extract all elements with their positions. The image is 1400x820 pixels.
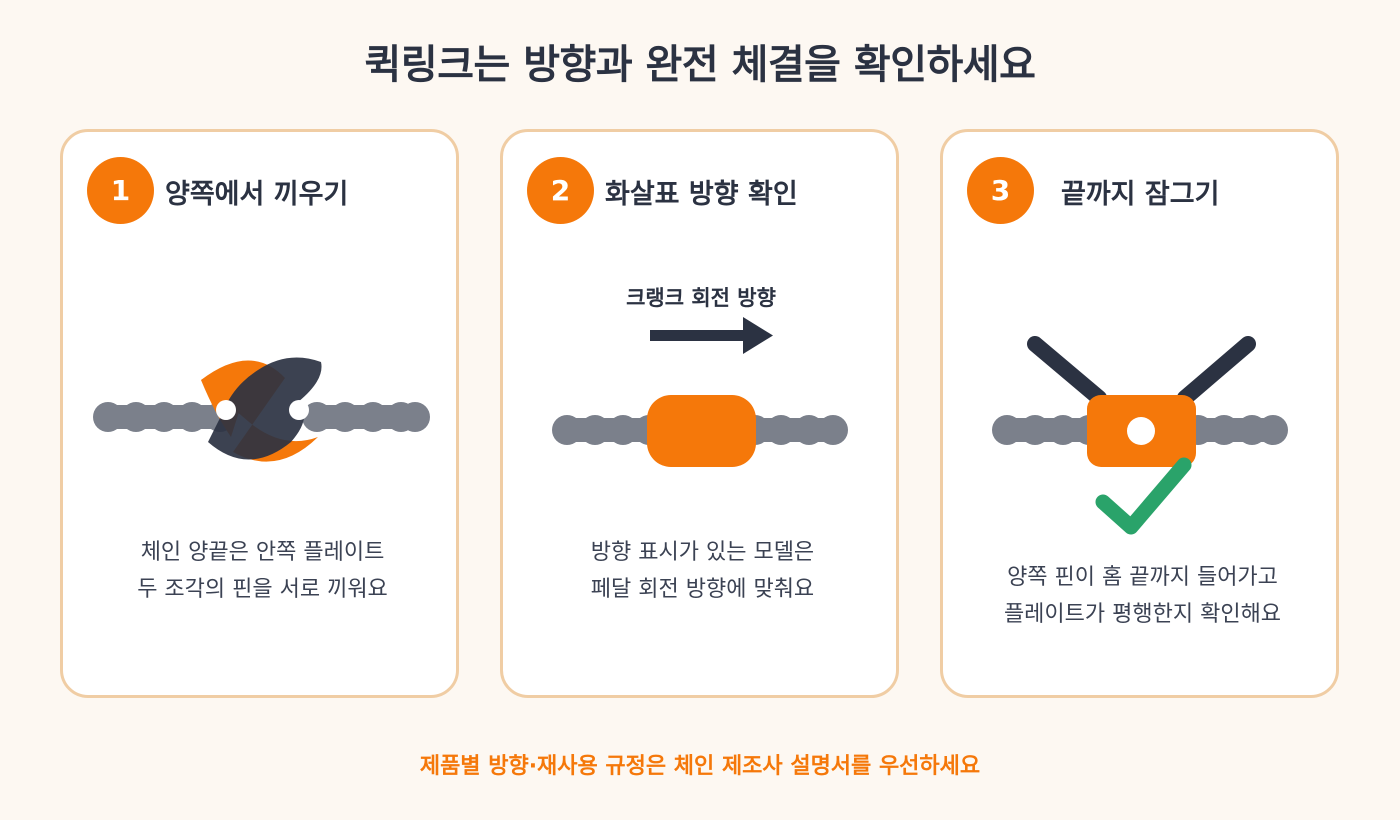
pin-right-icon	[289, 400, 309, 420]
pull-line-right-icon	[1177, 336, 1256, 406]
lock-fully-illustration	[992, 336, 1288, 535]
chain-right-segment	[1183, 415, 1288, 445]
direction-arrow-icon	[650, 317, 773, 354]
pull-line-left-icon	[1027, 336, 1107, 406]
insert-from-both-sides-illustration	[93, 357, 430, 462]
arrow-direction-illustration: 크랭크 회전 방향	[552, 286, 848, 467]
step-card-1: 1 양쪽에서 끼우기 체인 양끝은 안쪽 플레이트 두 조각의 핀을 서로 끼워…	[60, 129, 459, 698]
description-line: 페달 회전 방향에 맞춰요	[590, 577, 815, 602]
chain-left-segment	[93, 402, 235, 432]
check-icon	[1095, 457, 1192, 535]
footer-note: 제품별 방향·재사용 규정은 체인 제조사 설명서를 우선하세요	[419, 754, 981, 779]
step-description: 방향 표시가 있는 모델은 페달 회전 방향에 맞춰요	[503, 534, 902, 608]
step-number-badge: 3	[967, 157, 1034, 224]
step-title: 화살표 방향 확인	[605, 179, 798, 210]
step-description: 체인 양끝은 안쪽 플레이트 두 조각의 핀을 서로 끼워요	[63, 534, 462, 608]
step-card-3: 3 끝까지 잠그기 양쪽 핀이 홈 끝까지 들어가고 플레이트가 평행한지 확인…	[940, 129, 1339, 698]
description-line: 두 조각의 핀을 서로 끼워요	[137, 577, 388, 602]
description-line: 양쪽 핀이 홈 끝까지 들어가고	[1007, 565, 1278, 590]
step-card-2: 2 화살표 방향 확인 크랭크 회전 방향 방향 표시가 있는 모델은 페달 회…	[500, 129, 899, 698]
description-line: 플레이트가 평행한지 확인해요	[1003, 602, 1282, 627]
step-number-badge: 2	[527, 157, 594, 224]
chain-right-segment	[740, 415, 848, 445]
navy-link-half	[208, 357, 322, 460]
page-title: 퀵링크는 방향과 완전 체결을 확인하세요	[364, 42, 1036, 88]
step-title: 양쪽에서 끼우기	[165, 179, 349, 210]
step-title: 끝까지 잠그기	[1061, 179, 1220, 210]
crank-direction-label: 크랭크 회전 방향	[626, 286, 776, 310]
pin-icon	[1127, 417, 1155, 445]
quick-link-plate	[647, 395, 756, 467]
description-line: 체인 양끝은 안쪽 플레이트	[140, 540, 385, 565]
chain-left-segment	[992, 415, 1104, 445]
chain-right-segment	[302, 402, 430, 432]
step-description: 양쪽 핀이 홈 끝까지 들어가고 플레이트가 평행한지 확인해요	[943, 559, 1342, 633]
description-line: 방향 표시가 있는 모델은	[590, 540, 815, 565]
step-number-badge: 1	[87, 157, 154, 224]
pin-left-icon	[216, 400, 236, 420]
chain-left-segment	[552, 415, 664, 445]
